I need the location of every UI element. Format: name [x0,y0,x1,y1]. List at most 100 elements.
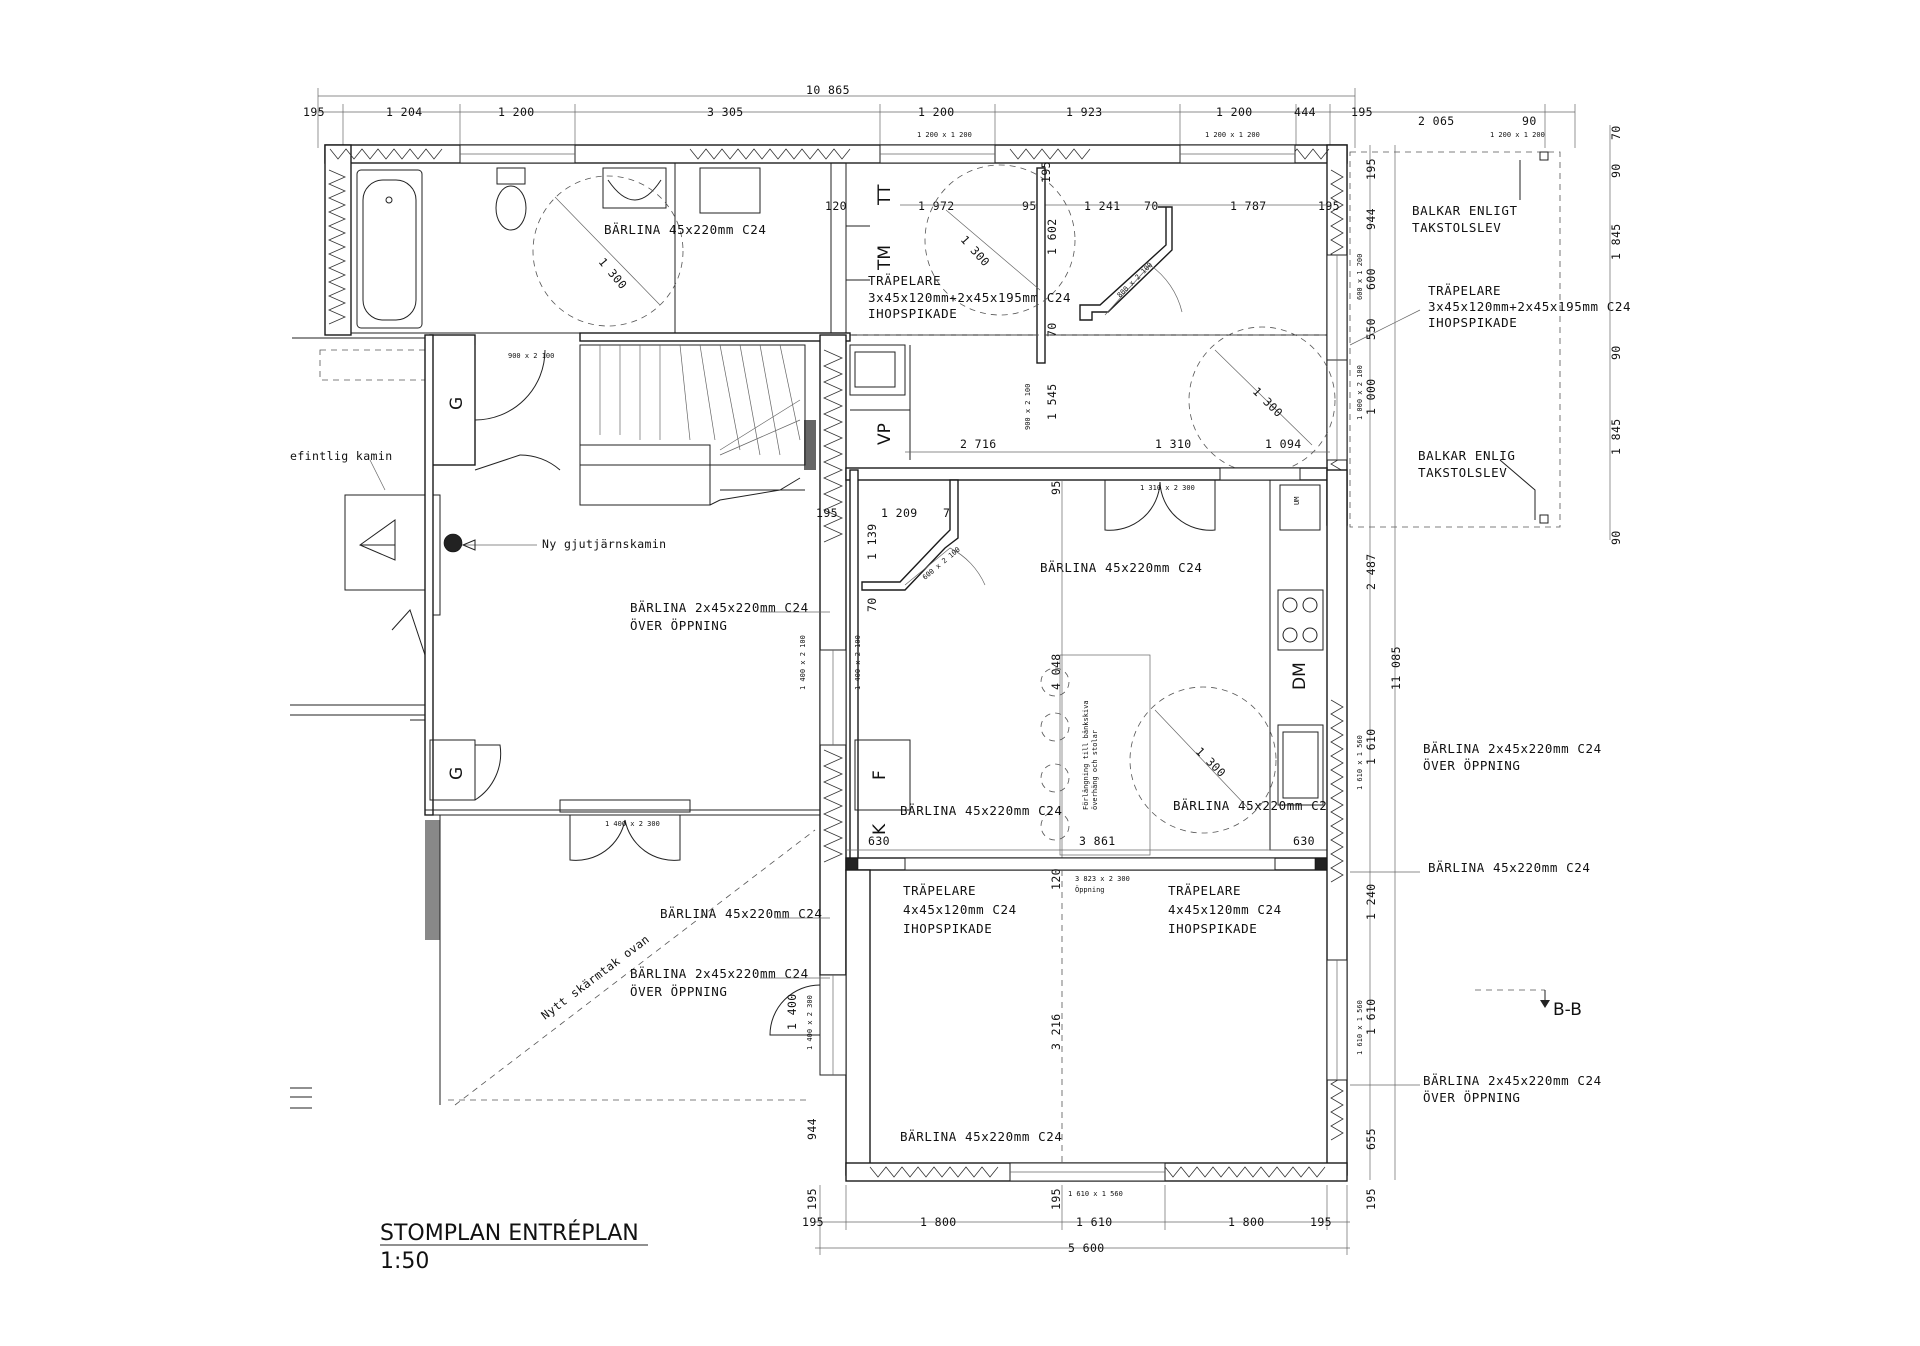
dim-70d: 70 [865,597,879,612]
window-size-left-1: 1 400 x 2 100 [799,635,807,690]
post-tm-3: IHOPSPIKADE [868,306,957,321]
turning-circle-kitchen-label: 1 300 [1193,744,1229,780]
dim-r-2487: 2 487 [1364,553,1378,590]
dim-70a: 70 [1144,199,1159,213]
room-k: K [870,823,890,835]
door-size-utility: 900 x 2 100 [1024,384,1032,430]
dim-b-side-195: 195 [805,1188,819,1210]
window-size-bottom: 1 610 x 1 560 [1068,1190,1123,1198]
room-dm: DM [1290,662,1310,690]
dim-1972: 1 972 [918,199,955,213]
roof-beam-1a: BALKAR ENLIGT [1412,203,1518,218]
roof-beam-1b: TAKSTOLSLEV [1412,220,1501,235]
post-right-2: 4x45x120mm C24 [1168,902,1282,917]
dim-r-1610a: 1 610 [1364,728,1378,765]
dim-1209: 1 209 [881,506,918,520]
stair-and-hall: G 900 x 2 100 Ny gjutjärnskamin efintlig… [290,332,851,1109]
dim-r-window3: 1 610 x 1 560 [1356,735,1364,790]
beam-lower: BÄRLINA 45x220mm C24 [900,1129,1063,1144]
dim-3861: 3 861 [1079,834,1116,848]
door-size-patio: 1 400 x 2 300 [605,820,660,828]
dim-b-overall: 5 600 [1068,1241,1105,1255]
beam-living: BÄRLINA 45x220mm C24 [1040,560,1203,575]
post-left-2: 4x45x120mm C24 [903,902,1017,917]
dim-far-1845a: 1 845 [1609,223,1623,260]
dim-70b: 70 [1045,322,1059,337]
room-g-upper: G [447,397,467,410]
post-right-3: IHOPSPIKADE [1168,921,1257,936]
dim-top-10: 2 065 [1418,114,1455,128]
dim-r-1240: 1 240 [1364,883,1378,920]
turning-circle-wc [924,164,1076,316]
dim-195c: 195 [816,506,838,520]
post-left-3: IHOPSPIKADE [903,921,992,936]
dim-far-1845b: 1 845 [1609,418,1623,455]
dim-120b: 120 [1049,868,1063,890]
roof-beam-2b: TAKSTOLSLEV [1418,465,1507,480]
post-right-a: TRÄPELARE [1428,283,1501,298]
window-size-left-2: 1 400 x 2 300 [806,995,814,1050]
dim-3216: 3 216 [1049,1013,1063,1050]
dim-r-1610b: 1 610 [1364,998,1378,1035]
dim-b-3: 1 610 [1076,1215,1113,1229]
opening-label: Öppning [1075,885,1105,894]
dim-1400: 1 400 [785,993,799,1030]
dim-1310: 1 310 [1155,437,1192,451]
bathroom: 1 300 BÄRLINA 45x220mm C24 [350,162,832,334]
annotations-left: BÄRLINA 2x45x220mm C24 ÖVER ÖPPNING BÄRL… [630,273,1071,999]
label-new-stove: Ny gjutjärnskamin [542,537,667,551]
drawing-scale: 1:50 [380,1249,429,1274]
door-size-hall: 900 x 2 100 [508,352,554,360]
dim-95a: 95 [1022,199,1037,213]
fireplace-existing [344,494,426,591]
dim-far-90c: 90 [1609,530,1623,545]
dim-r-1000: 1 000 [1364,378,1378,415]
island-note-2: överhäng och stolar [1091,730,1099,810]
dim-b-4: 1 800 [1228,1215,1265,1229]
dim-1602: 1 602 [1045,218,1059,255]
beam-bath: BÄRLINA 45x220mm C24 [604,222,767,237]
toilet [495,185,527,231]
dim-1787: 1 787 [1230,199,1267,213]
dim-2716: 2 716 [960,437,997,451]
dim-b-side-944: 944 [805,1118,819,1140]
beam-kitchen: BÄRLINA 45x220mm C24 [1173,798,1336,813]
top-dimension-chain: 10 865 195 1 204 1 200 3 305 1 200 1 923… [303,83,1576,148]
dim-far-90a: 90 [1609,163,1623,178]
turning-circle-wc-label: 1 300 [958,233,993,270]
post-right-b: 3x45x120mm+2x45x195mm C24 [1428,299,1631,314]
post-right-c: IHOPSPIKADE [1428,315,1517,330]
beam-over-opening-1a: BÄRLINA 2x45x220mm C24 [630,600,809,615]
dim-1545: 1 545 [1045,383,1059,420]
island-note-1: Förlängning till bänkskiva [1082,700,1090,810]
post-tm-1: TRÄPELARE [868,273,941,288]
dim-top-4: 3 305 [707,105,744,119]
beam-right-2: BÄRLINA 45x220mm C24 [1428,860,1591,875]
room-g-lower: G [447,767,467,780]
dim-top-7: 1 200 [1216,105,1253,119]
dim-630a: 630 [868,834,890,848]
label-um: UM [1293,497,1301,505]
post-left-1: TRÄPELARE [903,883,976,898]
dim-b-mid-195: 195 [1049,1188,1063,1210]
toilet-tank [496,167,526,185]
dim-r-window4: 1 610 x 1 560 [1356,1000,1364,1055]
beam-right-1b: ÖVER ÖPPNING [1423,757,1521,773]
beam-right-3b: ÖVER ÖPPNING [1423,1089,1521,1105]
dim-4048: 4 048 [1049,653,1063,690]
dim-r-550: 550 [1364,318,1378,340]
dim-top-3: 1 200 [498,105,535,119]
beam-over-opening-1b: ÖVER ÖPPNING [630,617,728,633]
dim-top-9: 195 [1351,105,1373,119]
dim-top-11: 90 [1522,114,1537,128]
dim-r-window2: 1 000 x 2 100 [1356,365,1364,420]
beam-over-opening-2a: BÄRLINA 2x45x220mm C24 [630,966,809,981]
dim-r-655: 655 [1364,1128,1378,1150]
dim-630b: 630 [1293,834,1315,848]
turning-circle-kitchen [1129,686,1277,834]
beam-left: BÄRLINA 45x220mm C24 [660,906,823,921]
stove-top [1277,589,1324,651]
dim-far-70: 70 [1609,125,1623,140]
